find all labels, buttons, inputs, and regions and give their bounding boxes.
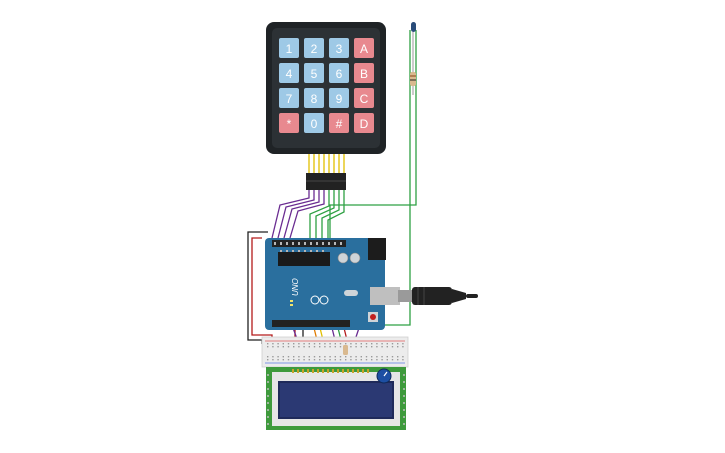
keypad-key-8[interactable] (304, 88, 324, 108)
capacitor (337, 252, 349, 264)
keypad-key-label: 9 (336, 92, 343, 106)
breadboard-body (261, 336, 409, 368)
keypad-key-D[interactable] (354, 113, 374, 133)
purple-wires (271, 190, 325, 239)
keypad-key-label: 2 (311, 42, 318, 56)
breadboard-resistor (343, 345, 348, 355)
keypad-key-label: 6 (336, 67, 343, 81)
keypad-key-label: # (336, 117, 343, 131)
keypad-header-connector (306, 173, 346, 190)
purple-wire (283, 190, 320, 239)
keypad-key-0[interactable] (304, 113, 324, 133)
keypad-key-label: * (287, 117, 292, 131)
sensor-probe (411, 22, 416, 32)
keypad-key-label: C (360, 92, 369, 106)
keypad-key-B[interactable] (354, 63, 374, 83)
arduino-model-label: UNO (291, 278, 300, 296)
keypad-ribbon-wires (308, 150, 345, 175)
capacitor (349, 252, 361, 264)
power-jack (368, 238, 386, 260)
keypad-key-label: 7 (286, 92, 293, 106)
purple-wire (289, 190, 325, 239)
keypad-key-label: 3 (336, 42, 343, 56)
lcd-screen-inner (280, 383, 392, 417)
keypad-key-4[interactable] (279, 63, 299, 83)
green-wire (315, 190, 335, 240)
potentiometer-knob-marker (383, 371, 388, 377)
keypad-key-star[interactable] (279, 113, 299, 133)
keypad-key-label: 4 (286, 67, 293, 81)
keypad-key-9[interactable] (329, 88, 349, 108)
keypad-key-hash[interactable] (329, 113, 349, 133)
microcontroller-chip (278, 252, 330, 266)
green-wire (327, 190, 345, 240)
usb-cable-tail (466, 294, 478, 298)
keypad-key-label: D (360, 117, 369, 131)
purple-wire (277, 190, 315, 239)
keypad-key-label: 1 (286, 42, 293, 56)
lcd-16x2-display (266, 367, 406, 430)
arduino-pcb (265, 238, 385, 330)
crystal-oscillator (344, 290, 358, 296)
usb-port (370, 287, 400, 305)
sensor-signal-wire (329, 30, 417, 240)
keypad-key-A[interactable] (354, 38, 374, 58)
keypad-key-C[interactable] (354, 88, 374, 108)
keypad-keys: 1 2 3 A 4 5 6 B 7 8 9 C * 0 # D (279, 38, 374, 133)
arduino-logo-icon (310, 295, 329, 305)
keypad-key-7[interactable] (279, 88, 299, 108)
usb-cable (398, 287, 478, 305)
keypad-key-label: B (360, 67, 368, 81)
keypad-key-6[interactable] (329, 63, 349, 83)
keypad-key-1[interactable] (279, 38, 299, 58)
resistor (410, 72, 416, 86)
breadboard (261, 336, 409, 368)
keypad-key-label: 0 (311, 117, 318, 131)
digital-header (272, 240, 346, 247)
keypad-key-label: 8 (311, 92, 318, 106)
keypad-key-3[interactable] (329, 38, 349, 58)
power-analog-header (272, 320, 350, 327)
keypad-key-label: 5 (311, 67, 318, 81)
keypad-key-label: A (360, 42, 368, 56)
keypad-key-5[interactable] (304, 63, 324, 83)
green-wire (309, 190, 330, 240)
breadboard-holes (267, 343, 404, 361)
purple-wire (271, 190, 310, 239)
keypad-4x4: 1 2 3 A 4 5 6 B 7 8 9 C * 0 # D (266, 22, 386, 190)
arduino-uno-board: UNO (265, 238, 400, 330)
temperature-sensor (410, 22, 416, 95)
keypad-key-2[interactable] (304, 38, 324, 58)
usb-metal-connector (398, 290, 412, 302)
reset-button-cap[interactable] (370, 314, 376, 320)
usb-plug-body (412, 287, 452, 305)
